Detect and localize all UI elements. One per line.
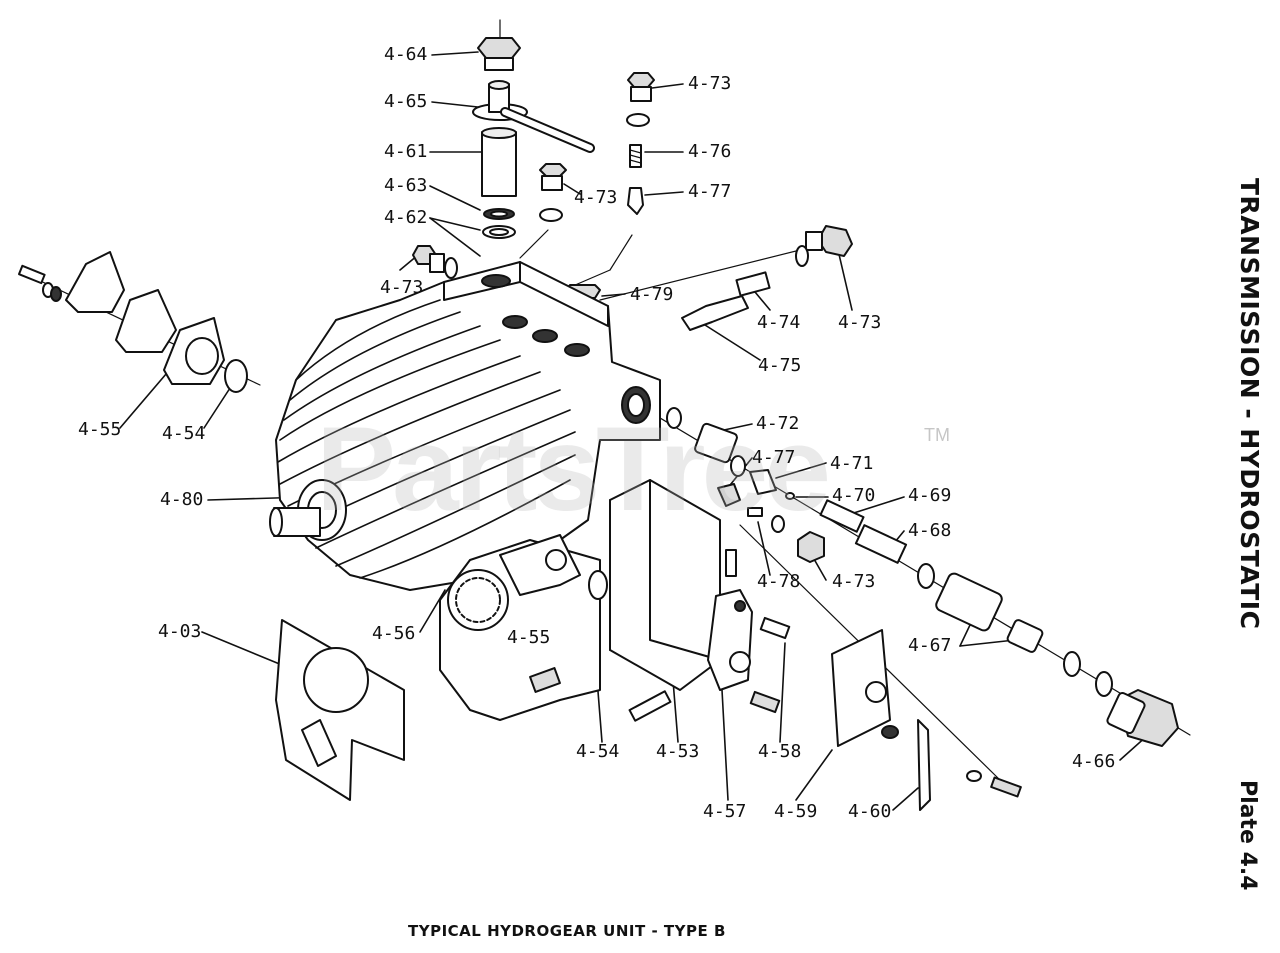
- callout-4-60: 4-60: [848, 801, 892, 822]
- callout-4-63: 4-63: [384, 175, 428, 196]
- callout-4-73-top: 4-73: [688, 73, 732, 94]
- callout-4-74: 4-74: [757, 312, 801, 333]
- callout-4-69: 4-69: [908, 485, 952, 506]
- callout-4-57: 4-57: [703, 801, 747, 822]
- callout-4-80: 4-80: [160, 489, 204, 510]
- callout-4-73-right: 4-73: [838, 312, 882, 333]
- section-title: TRANSMISSION - HYDROSTATIC: [1235, 178, 1264, 630]
- callout-4-61: 4-61: [384, 141, 428, 162]
- callout-4-64: 4-64: [384, 44, 428, 65]
- section-title-vertical: TRANSMISSION - HYDROSTATIC: [1235, 178, 1264, 698]
- callout-4-77-top: 4-77: [688, 181, 732, 202]
- callout-4-71: 4-71: [830, 453, 874, 474]
- callout-4-76: 4-76: [688, 141, 732, 162]
- callout-4-77-mid: 4-77: [752, 447, 796, 468]
- callout-4-55-mid: 4-55: [507, 627, 551, 648]
- callout-4-62: 4-62: [384, 207, 428, 228]
- valve-parts-right: [666, 407, 1179, 747]
- callout-4-73-low: 4-73: [832, 571, 876, 592]
- callout-4-59: 4-59: [774, 801, 818, 822]
- callout-4-68: 4-68: [908, 520, 952, 541]
- plate-number-vertical: Plate 4.4: [1232, 780, 1260, 900]
- callout-4-54-low: 4-54: [576, 741, 620, 762]
- callout-4-78: 4-78: [757, 571, 801, 592]
- callout-4-56: 4-56: [372, 623, 416, 644]
- figure-caption: TYPICAL HYDROGEAR UNIT - TYPE B: [408, 922, 726, 940]
- callout-4-67: 4-67: [908, 635, 952, 656]
- callout-4-55-left: 4-55: [78, 419, 122, 440]
- lever-parts: [707, 589, 791, 714]
- callout-4-73-mid: 4-73: [574, 187, 618, 208]
- callout-4-75: 4-75: [758, 355, 802, 376]
- plate-number: Plate 4.4: [1235, 780, 1260, 891]
- main-housing: [269, 261, 661, 591]
- side-plate-bracket: [831, 629, 1022, 811]
- callout-4-73-left: 4-73: [380, 277, 424, 298]
- callout-4-72: 4-72: [756, 413, 800, 434]
- gasket-plate: [275, 619, 405, 801]
- cover-plates-left: [18, 251, 248, 393]
- callout-4-79: 4-79: [630, 284, 674, 305]
- callout-4-70: 4-70: [832, 485, 876, 506]
- lower-housing-gear: [439, 534, 608, 721]
- callout-4-58: 4-58: [758, 741, 802, 762]
- callout-4-54-left: 4-54: [162, 423, 206, 444]
- callout-4-03: 4-03: [158, 621, 202, 642]
- callout-4-66: 4-66: [1072, 751, 1116, 772]
- callout-4-53: 4-53: [656, 741, 700, 762]
- pump-shaft-stack: [472, 37, 595, 239]
- watermark-trademark: TM: [924, 425, 950, 445]
- callout-4-65: 4-65: [384, 91, 428, 112]
